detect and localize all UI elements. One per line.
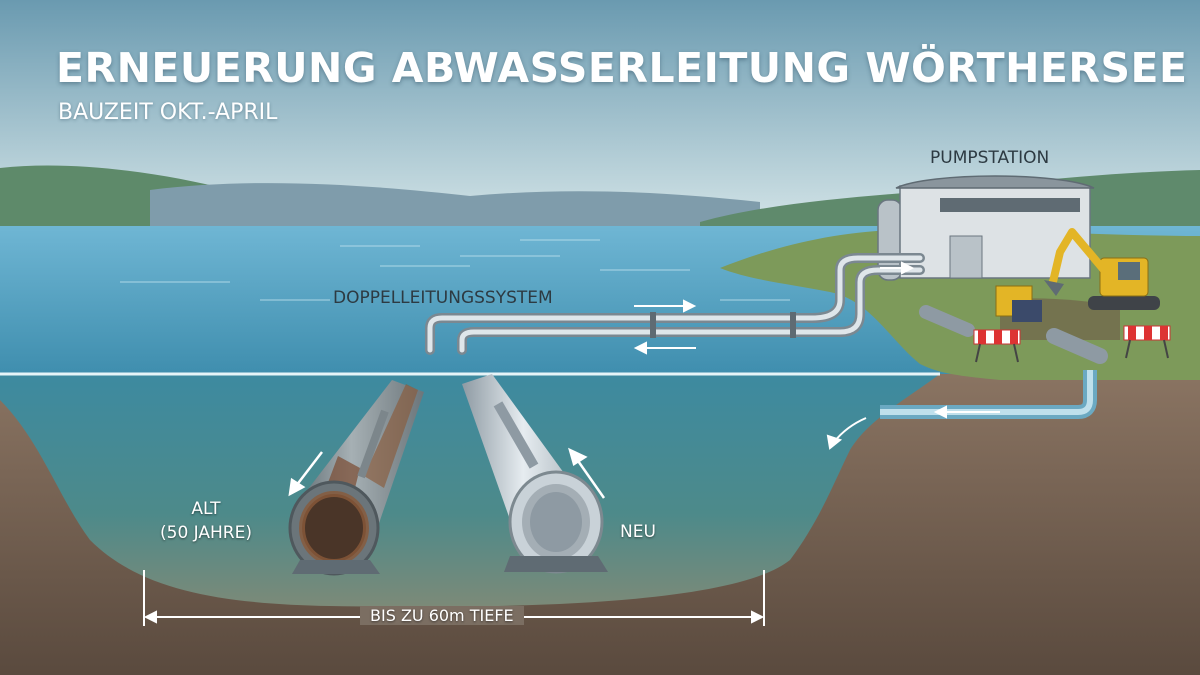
page-title: ERNEUERUNG ABWASSERLEITUNG WÖRTHERSEE xyxy=(56,44,1188,92)
pump-station-building xyxy=(878,176,1094,280)
depth-label: BIS ZU 60m TIEFE xyxy=(360,606,524,625)
new-pipe-label: NEU xyxy=(620,522,656,542)
pump-station-label: PUMPSTATION xyxy=(930,148,1049,168)
page-subtitle: BAUZEIT OKT.-APRIL xyxy=(58,100,277,125)
old-pipe-label-line2: (50 JAHRE) xyxy=(160,521,252,545)
double-pipe-system-label: DOPPELLEITUNGSSYSTEM xyxy=(333,288,553,308)
old-pipe-label: ALT (50 JAHRE) xyxy=(160,497,252,545)
old-pipe-label-line1: ALT xyxy=(160,497,252,521)
